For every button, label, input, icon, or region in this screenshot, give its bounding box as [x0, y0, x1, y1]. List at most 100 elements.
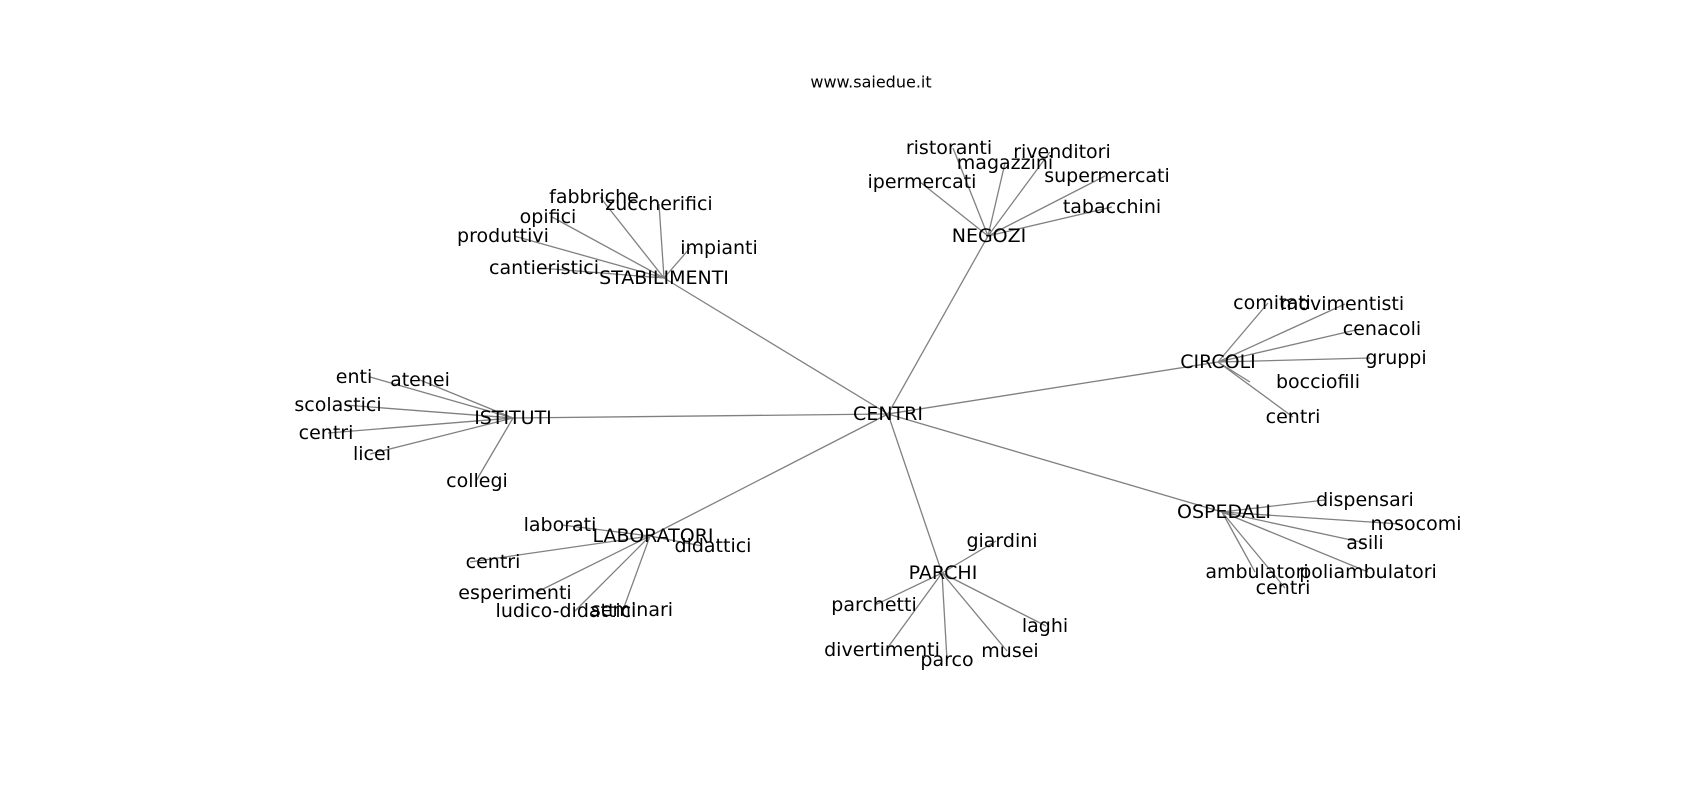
edge-parchi-5: [941, 572, 948, 661]
edge-stabilimenti-1: [658, 203, 665, 279]
edge-parchi-2: [941, 572, 1047, 627]
node-negozi-5: tabacchini: [1063, 196, 1161, 218]
node-negozi: NEGOZI: [952, 225, 1027, 247]
edge-istituti-4: [369, 417, 514, 455]
node-stabilimenti: STABILIMENTI: [599, 267, 729, 289]
node-negozi-4: supermercati: [1044, 165, 1170, 187]
node-laboratori-0: laborati: [524, 514, 597, 536]
edge-ospedali-2: [1221, 511, 1366, 544]
edge-centri-stabilimenti: [663, 277, 889, 415]
node-istituti-4: licei: [353, 443, 391, 465]
node-ospedali-0: dispensari: [1316, 489, 1414, 511]
edge-laboratori-1: [649, 535, 703, 547]
node-circoli-0: comitati: [1233, 292, 1311, 314]
edge-stabilimenti-3: [513, 235, 665, 279]
edge-stabilimenti-2: [551, 216, 665, 279]
node-istituti: ISTITUTI: [474, 407, 552, 429]
edge-centri-parchi: [887, 413, 943, 574]
node-ospedali-1: nosocomi: [1370, 513, 1461, 535]
edge-stabilimenti-0: [599, 196, 665, 279]
node-negozi-0: ristoranti: [906, 137, 992, 159]
edge-negozi-2: [987, 151, 1051, 237]
edge-ospedali-5: [1221, 511, 1286, 589]
node-stabilimenti-2: opifici: [520, 206, 577, 228]
node-parchi-4: musei: [981, 640, 1038, 662]
edge-ospedali-1: [1221, 511, 1401, 525]
node-laboratori-5: seminari: [591, 599, 673, 621]
node-istituti-1: atenei: [390, 369, 450, 391]
node-ospedali: OSPEDALI: [1177, 501, 1271, 523]
edge-ospedali-3: [1221, 511, 1256, 573]
node-circoli-3: gruppi: [1365, 347, 1426, 369]
node-parchi: PARCHI: [909, 562, 978, 584]
node-parchi-1: parchetti: [831, 594, 916, 616]
edge-parchi-4: [941, 572, 1008, 652]
edge-laboratori-2: [469, 535, 651, 563]
node-centri: CENTRI: [853, 403, 923, 425]
node-laboratori-4: ludico-didattici: [496, 600, 637, 622]
edge-negozi-3: [919, 181, 989, 237]
node-circoli-2: cenacoli: [1343, 318, 1421, 340]
edge-laboratori-5: [622, 535, 651, 611]
edge-ospedali-4: [1221, 511, 1369, 573]
node-negozi-1: magazzini: [957, 152, 1053, 174]
edge-negozi-0: [952, 147, 989, 237]
node-circoli-1: movimentisti: [1280, 293, 1404, 315]
node-istituti-2: scolastici: [294, 394, 381, 416]
node-negozi-2: rivenditori: [1013, 141, 1111, 163]
node-istituti-5: collegi: [446, 470, 508, 492]
edge-istituti-2: [344, 404, 514, 419]
edge-centri-negozi: [887, 235, 989, 415]
edges-layer: [327, 147, 1401, 661]
edge-negozi-5: [987, 206, 1113, 237]
node-circoli: CIRCOLI: [1180, 351, 1256, 373]
edge-negozi-4: [987, 175, 1106, 237]
node-ospedali-4: poliambulatori: [1299, 561, 1437, 583]
edge-laboratori-0: [561, 524, 651, 537]
edge-laboratori-4: [574, 535, 651, 612]
edge-centri-istituti: [512, 413, 889, 419]
node-stabilimenti-5: cantieristici: [489, 257, 599, 279]
node-ospedali-2: asili: [1346, 532, 1383, 554]
node-ospedali-5: centri: [1256, 577, 1311, 599]
edge-circoli-0: [1217, 302, 1269, 363]
node-istituti-3: centri: [299, 422, 354, 444]
node-stabilimenti-3: produttivi: [457, 225, 549, 247]
node-laboratori-3: esperimenti: [458, 582, 571, 604]
edge-centri-ospedali: [887, 413, 1223, 513]
node-circoli-5: centri: [1266, 406, 1321, 428]
edge-circoli-3: [1217, 357, 1371, 363]
edge-istituti-1: [419, 379, 514, 419]
node-circoli-4: bocciofili: [1276, 371, 1360, 393]
edge-istituti-0: [369, 376, 514, 419]
edge-stabilimenti-4: [663, 247, 691, 279]
edge-centri-laboratori: [649, 413, 889, 537]
edge-parchi-3: [885, 572, 943, 651]
node-parchi-5: parco: [920, 649, 973, 671]
node-laboratori: LABORATORI: [593, 525, 714, 547]
node-laboratori-2: centri: [466, 551, 521, 573]
edge-ospedali-0: [1221, 499, 1326, 513]
node-stabilimenti-1: zuccherifici: [605, 193, 712, 215]
node-parchi-2: laghi: [1022, 615, 1068, 637]
node-laboratori-1: didattici: [675, 535, 752, 557]
node-istituti-0: enti: [336, 366, 372, 388]
edge-negozi-1: [987, 162, 1006, 237]
edge-laboratori-3: [534, 535, 651, 594]
edge-parchi-0: [941, 540, 997, 574]
node-stabilimenti-4: impianti: [680, 237, 758, 259]
edge-istituti-5: [475, 417, 514, 482]
edge-parchi-1: [874, 572, 943, 606]
node-ospedali-3: ambulatori: [1205, 561, 1308, 583]
edge-istituti-3: [327, 417, 514, 434]
edge-circoli-5: [1217, 361, 1294, 418]
edge-circoli-1: [1217, 303, 1346, 363]
edge-stabilimenti-5: [539, 267, 665, 279]
node-negozi-3: ipermercati: [868, 171, 977, 193]
node-parchi-3: divertimenti: [824, 639, 940, 661]
edge-circoli-2: [1217, 328, 1361, 363]
node-stabilimenti-0: fabbriche: [549, 186, 639, 208]
labels-layer: CENTRI NEGOZI ristorantimagazzinirivendito…: [294, 137, 1461, 671]
node-parchi-0: giardini: [966, 530, 1037, 552]
